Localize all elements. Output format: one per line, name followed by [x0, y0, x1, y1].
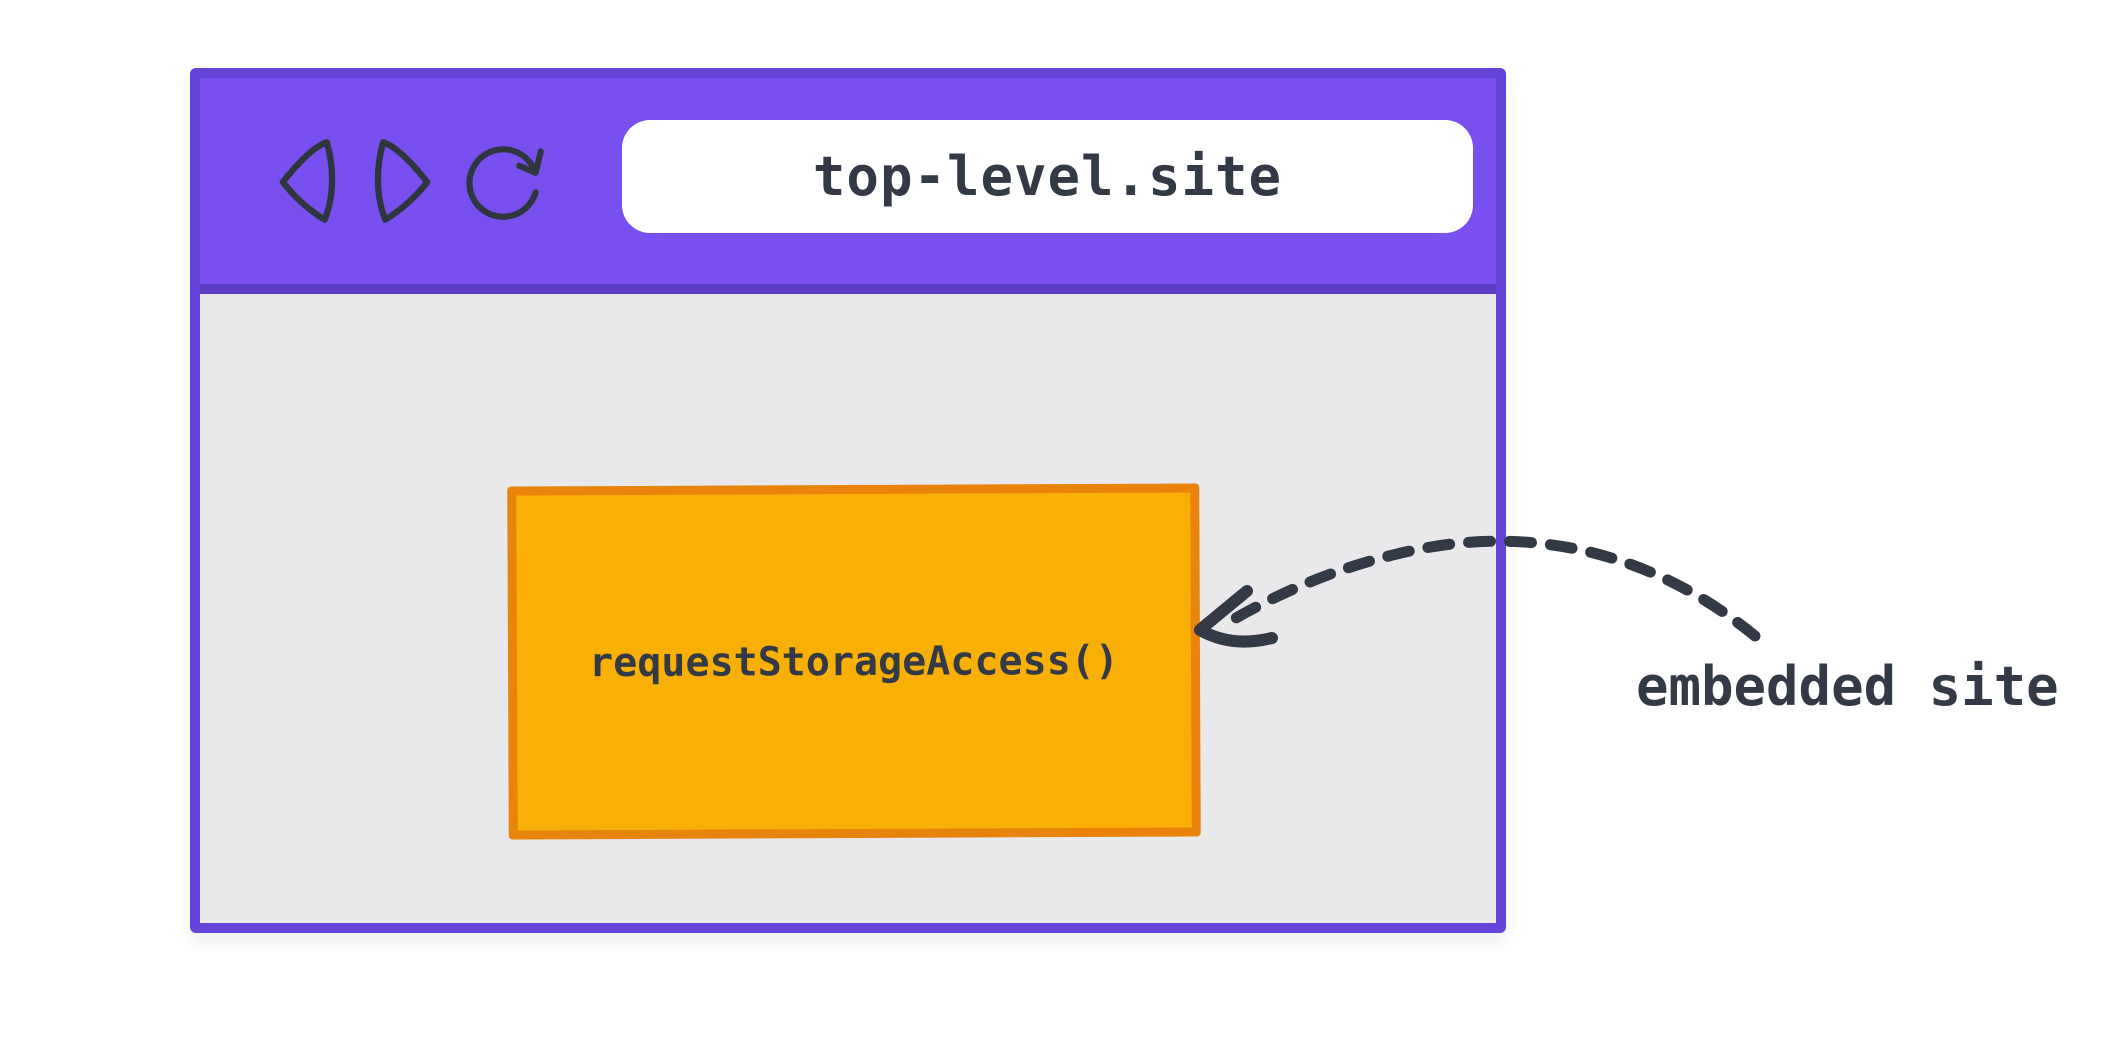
forward-icon	[374, 139, 431, 223]
reload-icon	[466, 146, 544, 220]
back-icon	[279, 139, 336, 223]
address-bar-url: top-level.site	[812, 145, 1283, 208]
address-bar[interactable]: top-level.site	[622, 120, 1473, 233]
embedded-site-label: embedded site	[1636, 655, 2059, 718]
reload-button[interactable]	[462, 135, 550, 227]
browser-toolbar: top-level.site	[200, 78, 1496, 294]
back-button[interactable]	[278, 136, 340, 226]
embed-api-call-label: requestStorageAccess()	[588, 637, 1120, 686]
nav-icon-group	[200, 135, 550, 227]
browser-window: top-level.site requestStorageAccess()	[190, 68, 1506, 933]
embedded-site-frame[interactable]: requestStorageAccess()	[507, 483, 1201, 840]
forward-button[interactable]	[370, 136, 432, 226]
browser-content: requestStorageAccess()	[200, 294, 1496, 923]
